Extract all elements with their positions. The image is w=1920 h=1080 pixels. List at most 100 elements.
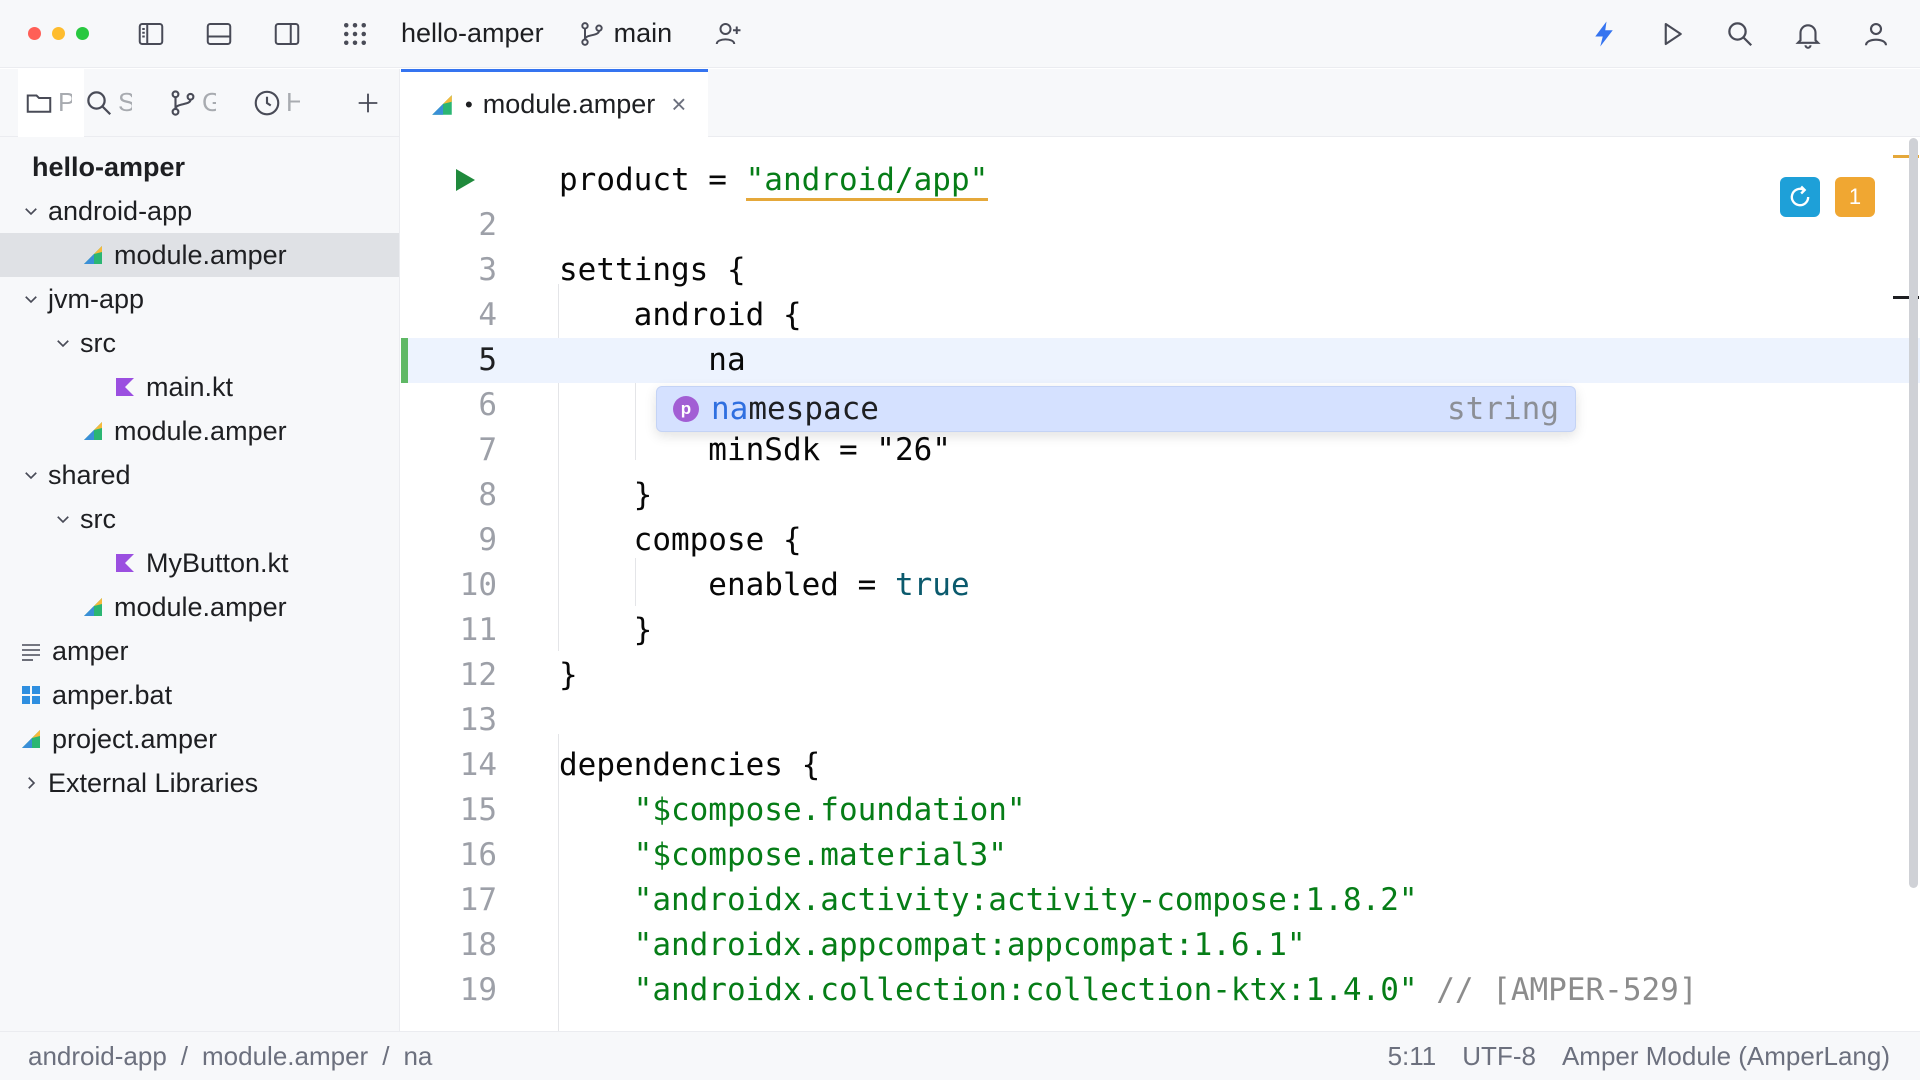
- tree-item-label: module.amper: [114, 415, 287, 446]
- editor-tab-module-amper[interactable]: • module.amper ×: [401, 69, 709, 137]
- code-token: [559, 972, 634, 1008]
- tree-item[interactable]: main.kt: [0, 365, 399, 409]
- tree-item[interactable]: module.amper: [0, 233, 399, 277]
- code-line[interactable]: 8 }: [401, 473, 1920, 518]
- tab-git[interactable]: Git: [168, 69, 252, 137]
- tree-item[interactable]: amper.bat: [0, 673, 399, 717]
- tree-item[interactable]: module.amper: [0, 409, 399, 453]
- editor-scrollbar[interactable]: [1909, 138, 1918, 888]
- code-line[interactable]: product = "android/app": [401, 158, 1920, 203]
- search-everywhere-icon[interactable]: [1718, 12, 1762, 56]
- tab-history[interactable]: History: [252, 69, 336, 137]
- code-token: "androidx.collection:collection-ktx:1.4.…: [633, 972, 1418, 1008]
- branch-name: main: [613, 18, 673, 48]
- tree-item[interactable]: jvm-app: [0, 277, 399, 321]
- tree-item[interactable]: External Libraries: [0, 761, 399, 805]
- add-tool-window-button[interactable]: [346, 81, 390, 125]
- code-line[interactable]: 19 "androidx.collection:collection-ktx:1…: [401, 968, 1920, 1013]
- code-line[interactable]: 4 android {: [401, 293, 1920, 338]
- inspection-warning-badge[interactable]: 1: [1835, 177, 1875, 217]
- reload-project-button[interactable]: [1780, 177, 1820, 217]
- tab-project[interactable]: Project: [18, 68, 84, 137]
- toggle-right-sidebar-icon[interactable]: [265, 12, 309, 56]
- kotlin-icon: [112, 374, 138, 400]
- toggle-bottom-panel-icon[interactable]: [197, 12, 241, 56]
- line-number: 11: [459, 612, 497, 648]
- code-line[interactable]: 6: [401, 383, 1920, 428]
- tree-item[interactable]: module.amper: [0, 585, 399, 629]
- add-collaborator-icon[interactable]: [706, 12, 750, 56]
- chevron-down-icon[interactable]: [18, 466, 44, 484]
- code-line[interactable]: 18 "androidx.appcompat:appcompat:1.6.1": [401, 923, 1920, 968]
- toggle-left-sidebar-icon[interactable]: [129, 12, 173, 56]
- code-text: "$compose.foundation": [559, 788, 1026, 833]
- tree-item[interactable]: shared: [0, 453, 399, 497]
- breadcrumb-item[interactable]: module.amper: [202, 1040, 369, 1071]
- tree-item[interactable]: src: [0, 321, 399, 365]
- breadcrumb-item[interactable]: android-app: [28, 1040, 167, 1071]
- caret-position[interactable]: 5:11: [1387, 1040, 1437, 1071]
- code-line-current[interactable]: 5 na: [401, 338, 1920, 383]
- amper-icon: [80, 418, 106, 444]
- tree-item[interactable]: MyButton.kt: [0, 541, 399, 585]
- tab-search[interactable]: Search: [84, 69, 168, 137]
- tree-item[interactable]: amper: [0, 629, 399, 673]
- close-window-button[interactable]: [28, 27, 41, 40]
- code-line[interactable]: 13: [401, 698, 1920, 743]
- code-line[interactable]: 17 "androidx.activity:activity-compose:1…: [401, 878, 1920, 923]
- chevron-right-icon[interactable]: [18, 774, 44, 792]
- code-line[interactable]: 14 dependencies {: [401, 743, 1920, 788]
- file-encoding[interactable]: UTF-8: [1462, 1040, 1536, 1071]
- code-text: dependencies {: [559, 743, 820, 788]
- breadcrumb-item[interactable]: na: [403, 1040, 433, 1071]
- code-token: product =: [559, 162, 746, 198]
- main-menu-grid-icon[interactable]: [333, 12, 377, 56]
- code-token: "26": [876, 432, 951, 468]
- run-icon[interactable]: [1650, 12, 1694, 56]
- line-number: 14: [459, 747, 497, 783]
- chevron-down-icon[interactable]: [50, 510, 76, 528]
- code-text: }: [559, 473, 653, 518]
- account-icon[interactable]: [1854, 12, 1898, 56]
- run-gutter-icon[interactable]: [456, 169, 475, 191]
- chevron-down-icon[interactable]: [18, 202, 44, 220]
- file-type[interactable]: Amper Module (AmperLang): [1561, 1040, 1890, 1071]
- branch-selector[interactable]: main: [578, 18, 673, 49]
- project-selector[interactable]: hello-amper: [401, 18, 544, 49]
- code-line[interactable]: 12}: [401, 653, 1920, 698]
- code-line[interactable]: 9 compose {: [401, 518, 1920, 563]
- kotlin-icon: [112, 550, 138, 576]
- refresh-icon: [1790, 185, 1810, 207]
- code-line[interactable]: 7 minSdk = "26": [401, 428, 1920, 473]
- tree-item[interactable]: src: [0, 497, 399, 541]
- chevron-down-icon[interactable]: [18, 290, 44, 308]
- warning-stripe-marker[interactable]: [1893, 155, 1919, 158]
- close-tab-icon[interactable]: ×: [671, 89, 687, 119]
- code-text: "$compose.material3": [559, 833, 1007, 878]
- line-number: 19: [459, 972, 497, 1008]
- modified-indicator: •: [465, 91, 473, 117]
- code-token: enabled =: [559, 567, 895, 603]
- completion-match: na: [711, 391, 749, 427]
- tab-git-label: Git: [202, 87, 216, 117]
- zoom-window-button[interactable]: [76, 27, 89, 40]
- tree-item[interactable]: project.amper: [0, 717, 399, 761]
- code-line[interactable]: 10 enabled = true: [401, 563, 1920, 608]
- notifications-bell-icon[interactable]: [1786, 12, 1830, 56]
- code-line[interactable]: 15 "$compose.foundation": [401, 788, 1920, 833]
- branch-icon: [580, 21, 603, 46]
- code-token: "$compose.foundation": [633, 792, 1026, 828]
- vcs-change-marker[interactable]: [401, 338, 408, 383]
- code-line[interactable]: 11 }: [401, 608, 1920, 653]
- chevron-down-icon[interactable]: [50, 334, 76, 352]
- tab-history-label: History: [286, 87, 300, 117]
- minimize-window-button[interactable]: [52, 27, 65, 40]
- code-line[interactable]: 2: [401, 203, 1920, 248]
- power-save-bolt-icon[interactable]: [1582, 12, 1626, 56]
- tree-item[interactable]: android-app: [0, 189, 399, 233]
- breadcrumb: android-app / module.amper / na: [28, 1041, 432, 1072]
- code-line[interactable]: 16 "$compose.material3": [401, 833, 1920, 878]
